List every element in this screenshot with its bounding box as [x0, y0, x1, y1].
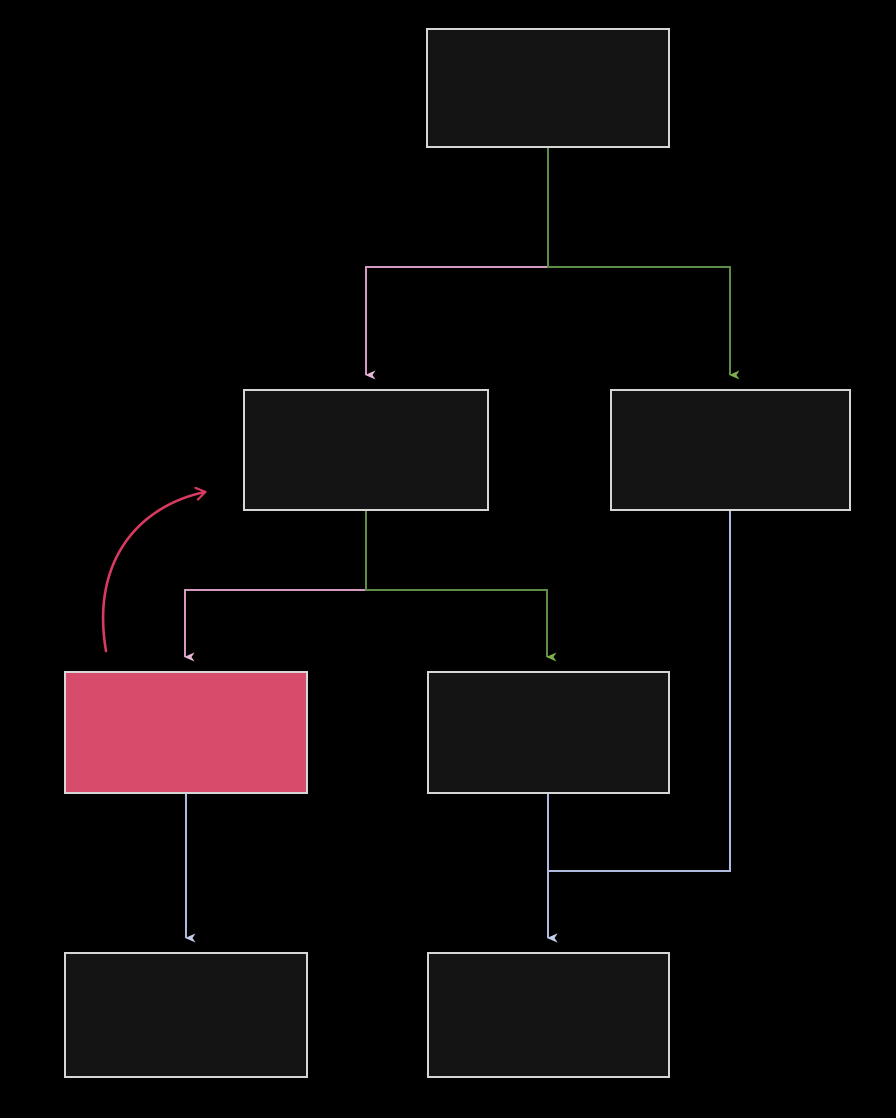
edge-root-to-right: [547, 148, 740, 380]
edge-left-to-middle-right: [365, 511, 557, 662]
node-highlighted[interactable]: [64, 671, 308, 794]
node-bottom-right[interactable]: [427, 952, 670, 1078]
node-right-branch[interactable]: [610, 389, 851, 511]
edge-root-to-left: [365, 148, 549, 380]
edges-group: [184, 148, 740, 943]
node-left-branch[interactable]: [243, 389, 489, 511]
edge-left-to-highlighted: [184, 511, 367, 662]
node-bottom-left[interactable]: [64, 952, 308, 1078]
node-middle-right[interactable]: [427, 671, 670, 794]
node-root[interactable]: [426, 28, 670, 148]
annotations-group: [101, 492, 205, 653]
annotation-arrow-to-left-branch: [101, 492, 205, 653]
